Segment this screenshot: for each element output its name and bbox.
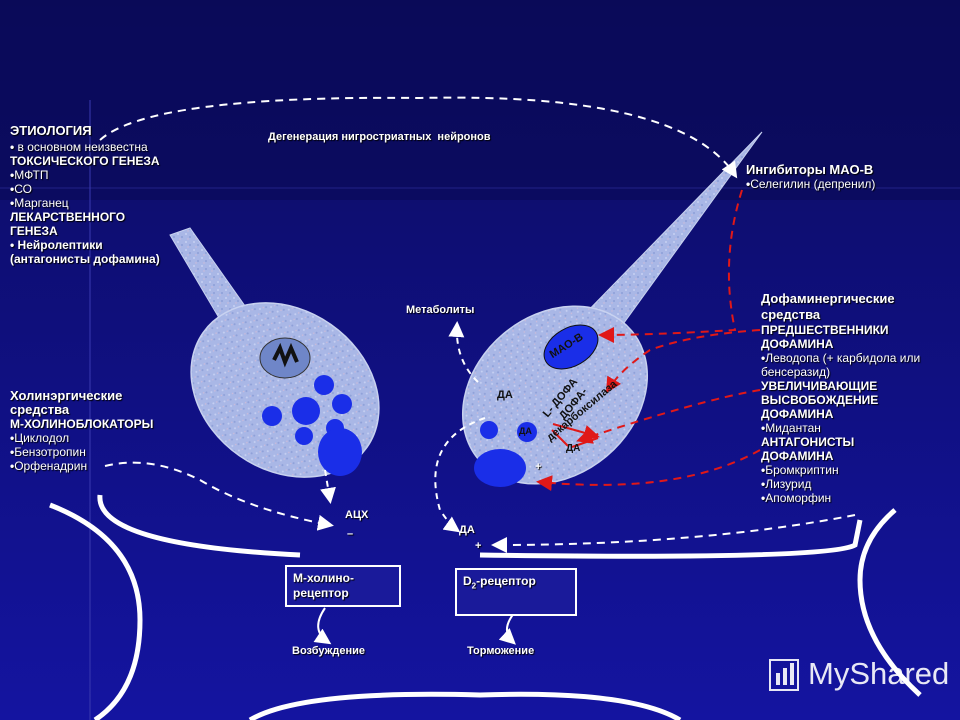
drug-note: (антагонисты дофамина) [10, 252, 160, 266]
degeneration-arrow [99, 96, 738, 179]
toxic-item: СО [14, 182, 32, 196]
drug-title-2: ГЕНЕЗА [10, 224, 58, 238]
metabolites-arrow [448, 321, 479, 383]
cholinergic-item: Бензотропин [14, 445, 86, 459]
watermark-text: MyShared [808, 656, 950, 691]
antagonist-item: Лизурид [765, 477, 812, 491]
toxic-item: МФТП [14, 168, 49, 182]
etiology-block: ЭТИОЛОГИЯ • в основном неизвестна ТОКСИЧ… [10, 123, 160, 267]
mao-inhibitors-block: Ингибиторы МАО-В •Селегилин (депренил) [746, 162, 876, 192]
cholinergic-title-1: Холинэргические [10, 388, 123, 403]
cell-border-right [857, 508, 922, 697]
cholinergic-title-2: средства [10, 402, 70, 417]
precursors-title-2: ДОФАМИНА [761, 337, 834, 351]
m-cholinoreceptor-line-1: М-холино- [293, 571, 354, 585]
da-label-vesicle: ДА [519, 426, 532, 436]
postsynaptic-membrane-right [479, 519, 863, 559]
toxic-title: ТОКСИЧЕСКОГО ГЕНЕЗА [10, 154, 160, 168]
precursor-arrow [605, 329, 761, 394]
agonist-arrow [536, 449, 761, 492]
drug-title-1: ЛЕКАРСТВЕННОГО [10, 210, 126, 224]
ach-minus-label: – [347, 528, 354, 540]
d2-subscript: 2 [471, 581, 477, 591]
anticholinergic-arrow [104, 461, 334, 531]
da-plus-neuron: + [535, 461, 542, 473]
mao-inhibitors-title: Ингибиторы МАО-В [746, 162, 874, 177]
watermark-logo [769, 659, 799, 691]
da-release-arrow [434, 417, 486, 533]
precursors-title-1: ПРЕДШЕСТВЕННИКИ [761, 323, 889, 337]
antagonist-item: Апоморфин [765, 491, 832, 505]
release-title-3: ДОФАМИНА [761, 407, 834, 421]
mao-inhibitor-arrow [598, 189, 743, 343]
precursor-item-1: Леводопа (+ карбидола или [765, 351, 921, 365]
antagonists-title-2: ДОФАМИНА [761, 449, 834, 463]
m-cholinoreceptor-box: М-холино- рецептор [285, 565, 401, 607]
cholinergic-title-3: М-ХОЛИНОБЛОКАТОРЫ [10, 417, 154, 431]
da-label-synapse: ДА [459, 524, 475, 536]
da-label-upper: ДА [497, 389, 513, 401]
dopaminergic-to-synapse-arrow [491, 514, 856, 553]
cholinergic-item: Орфенадрин [14, 459, 88, 473]
drug-item: Нейролептики [17, 238, 103, 252]
da-plus-synapse: + [475, 540, 482, 552]
precursor-item-2: бенсеразид) [761, 365, 831, 379]
toxic-item: Марганец [14, 196, 69, 210]
postsynaptic-membrane-left [97, 494, 301, 558]
da-label-lower: ДА [566, 443, 581, 454]
d2-prefix: D [463, 574, 472, 588]
release-item: Мидантан [765, 421, 821, 435]
cell-border-left [49, 502, 143, 720]
degeneration-label: Дегенерация нигростриатных нейронов [268, 131, 491, 143]
dopaminergic-title-1: Дофаминергические [761, 291, 895, 306]
antagonists-title-1: АНТАГОНИСТЫ [761, 435, 855, 449]
d2-suffix: -рецептор [476, 574, 536, 588]
m-cholinoreceptor-line-2: рецептор [293, 586, 349, 600]
excitation-arrow [313, 607, 332, 645]
release-arrow [576, 389, 761, 444]
inhibition-label: Торможение [467, 645, 535, 657]
ach-label: АЦХ [345, 509, 369, 521]
etiology-title: ЭТИОЛОГИЯ [10, 123, 92, 138]
metabolites-label: Метаболиты [406, 304, 475, 316]
dopaminergic-neuron [461, 131, 763, 487]
antagonist-item: Бромкриптин [765, 463, 839, 477]
cholinergic-item: Циклодол [14, 431, 70, 445]
release-title-1: УВЕЛИЧИВАЮЩИЕ [761, 379, 878, 393]
d2-receptor-box: D2-рецептор [455, 568, 577, 616]
cholinergic-neuron [169, 227, 380, 478]
excitation-label: Возбуждение [292, 645, 366, 657]
cell-border-bottom [248, 691, 682, 720]
dopaminergic-title-2: средства [761, 307, 821, 322]
ach-arrow [320, 469, 336, 504]
cholinergic-block: Холинэргические средства М-ХОЛИНОБЛОКАТО… [10, 388, 154, 474]
release-title-2: ВЫСВОБОЖДЕНИЕ [761, 393, 879, 407]
mao-inhibitor-item: Селегилин (депренил) [750, 177, 876, 191]
etiology-unknown: в основном неизвестна [17, 140, 148, 154]
dopaminergic-block: Дофаминергические средства ПРЕДШЕСТВЕННИ… [761, 291, 921, 505]
